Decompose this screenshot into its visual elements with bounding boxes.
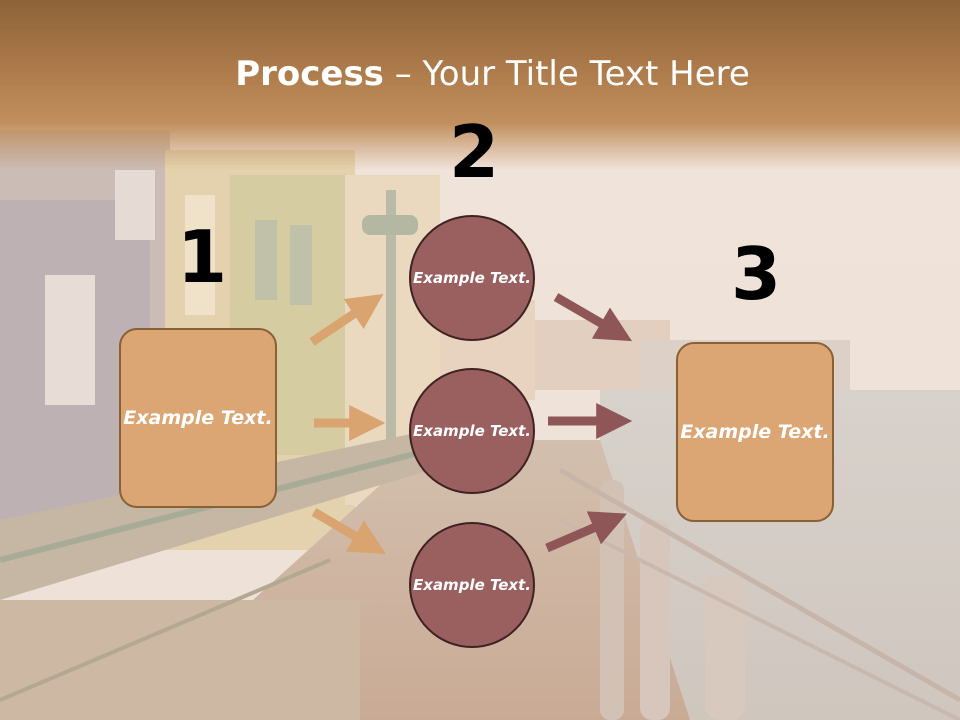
step-1-box: Example Text.: [119, 328, 277, 508]
step-3-box-text: Example Text.: [680, 420, 830, 443]
title-rest: – Your Title Text Here: [383, 54, 750, 94]
step-3-box: Example Text.: [676, 342, 834, 522]
circle-text: Example Text.: [413, 268, 531, 287]
title-bar: [0, 0, 960, 170]
arrow-right-up: [553, 293, 633, 342]
arrow-right-down: [545, 511, 627, 553]
step-number-1: 1: [177, 215, 228, 299]
step-2-circle-top: Example Text.: [409, 215, 535, 341]
step-number-3: 3: [731, 232, 782, 316]
step-2-circle-middle: Example Text.: [409, 368, 535, 494]
circle-text: Example Text.: [413, 421, 531, 440]
step-number-2: 2: [449, 110, 500, 194]
step-1-box-text: Example Text.: [123, 406, 273, 429]
step-2-circle-bottom: Example Text.: [409, 522, 535, 648]
arrow-left-up: [309, 293, 384, 346]
slide-title: Process – Your Title Text Here: [0, 52, 960, 96]
title-bold: Process: [235, 54, 384, 94]
circle-text: Example Text.: [413, 575, 531, 594]
arrow-left-down: [311, 508, 386, 555]
